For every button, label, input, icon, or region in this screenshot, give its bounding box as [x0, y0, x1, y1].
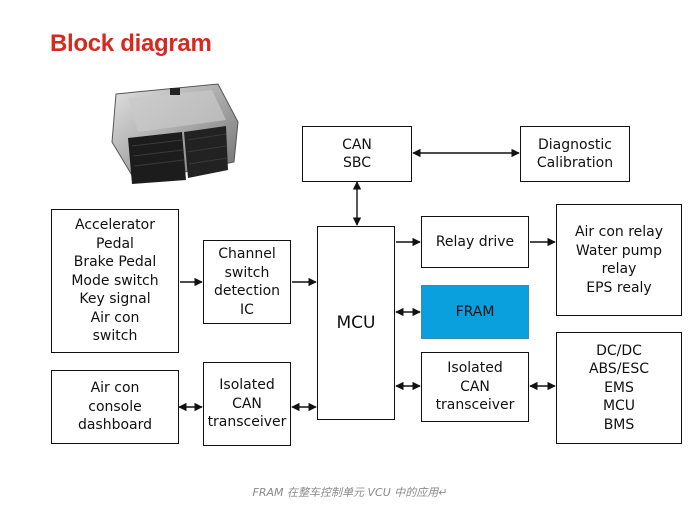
inputs-label: Accelerator Pedal Brake Pedal Mode switc… — [71, 217, 159, 345]
isolated-can-right-box: Isolated CAN transceiver — [421, 352, 529, 422]
isolated-can-left-label: Isolated CAN transceiver — [207, 377, 287, 431]
channel-detection-box: Channel switch detection IC — [203, 240, 291, 324]
fram-box: FRAM — [421, 285, 529, 339]
isolated-can-left-box: Isolated CAN transceiver — [203, 362, 291, 446]
relay-drive-label: Relay drive — [435, 233, 515, 250]
channel-detection-label: Channel switch detection IC — [213, 246, 281, 318]
figure-caption: FRAM 在整车控制单元 VCU 中的应用↵ — [252, 486, 448, 499]
can-sbc-label: CAN SBC — [342, 136, 372, 172]
network-label: DC/DC ABS/ESC EMS MCU BMS — [588, 342, 650, 433]
outputs-label: Air con relay Water pump relay EPS realy — [574, 224, 664, 296]
can-sbc-box: CAN SBC — [302, 126, 412, 182]
diagnostic-box: Diagnostic Calibration — [520, 126, 630, 182]
page-title: Block diagram — [50, 30, 212, 57]
isolated-can-right-label: Isolated CAN transceiver — [435, 360, 515, 414]
mcu-label: MCU — [336, 312, 376, 333]
ecu-module-image — [111, 83, 239, 184]
aircon-console-box: Air con console dashboard — [51, 370, 179, 444]
mcu-box: MCU — [317, 226, 395, 420]
diagnostic-label: Diagnostic Calibration — [536, 136, 614, 172]
inputs-box: Accelerator Pedal Brake Pedal Mode switc… — [51, 209, 179, 353]
aircon-console-label: Air con console dashboard — [77, 380, 153, 434]
network-box: DC/DC ABS/ESC EMS MCU BMS — [556, 332, 682, 444]
fram-label: FRAM — [455, 303, 495, 320]
relay-drive-box: Relay drive — [421, 216, 529, 268]
outputs-box: Air con relay Water pump relay EPS realy — [556, 204, 682, 316]
